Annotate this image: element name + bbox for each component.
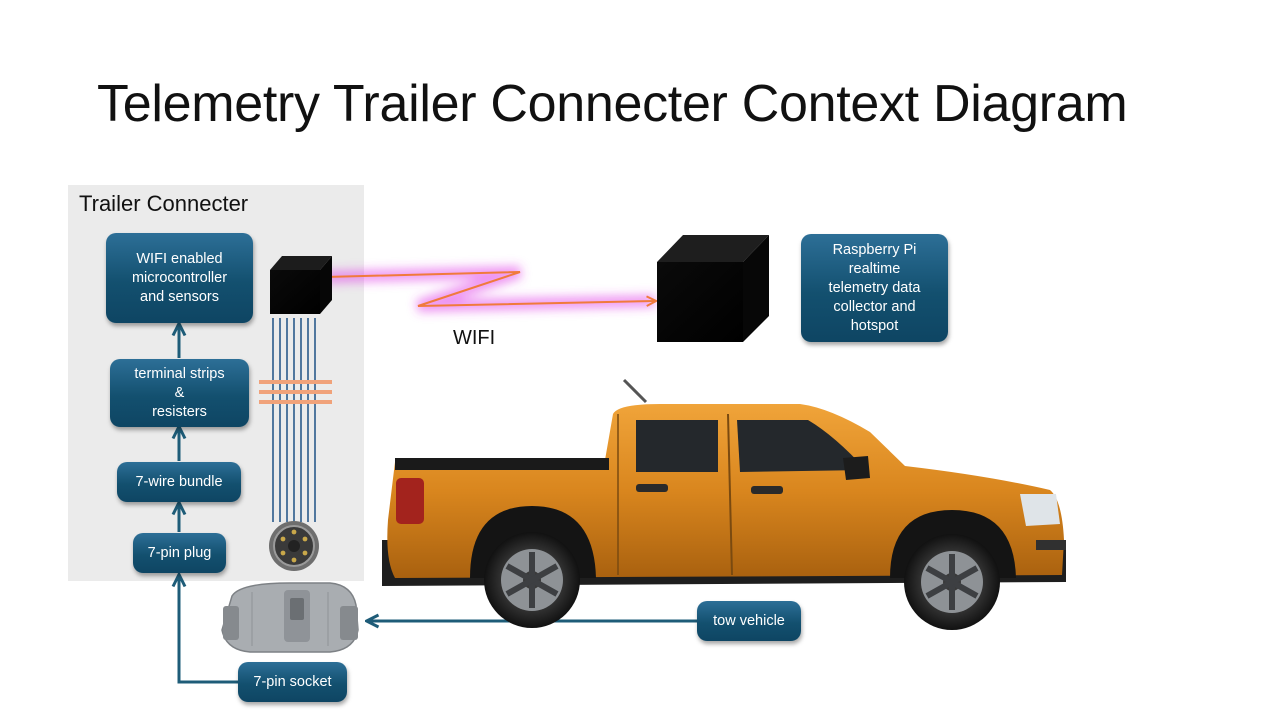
microcontroller-node: WIFI enabled microcontroller and sensors	[106, 233, 253, 323]
raspberry-pi-cube-icon	[657, 235, 769, 342]
page-title: Telemetry Trailer Connecter Context Diag…	[97, 75, 1128, 133]
wire-bundle-node: 7-wire bundle	[117, 462, 241, 502]
raspberry-pi-node: Raspberry Pi realtime telemetry data col…	[801, 234, 948, 342]
trailer-connecter-label: Trailer Connecter	[79, 191, 249, 216]
wifi-label: WIFI	[453, 327, 496, 349]
resistor-strips	[259, 380, 332, 404]
trailer-socket-icon	[221, 582, 359, 653]
pickup-truck-icon	[382, 378, 1066, 630]
seven-wires	[272, 318, 316, 522]
wifi-link	[324, 266, 655, 312]
pin-plug-node: 7-pin plug	[133, 533, 226, 573]
round-7-pin-connector-icon	[269, 521, 319, 571]
pin-socket-node: 7-pin socket	[238, 662, 347, 702]
tow-vehicle-node: tow vehicle	[697, 601, 801, 641]
terminal-strips-node: terminal strips & resisters	[110, 359, 249, 427]
microcontroller-cube-icon	[270, 256, 332, 314]
